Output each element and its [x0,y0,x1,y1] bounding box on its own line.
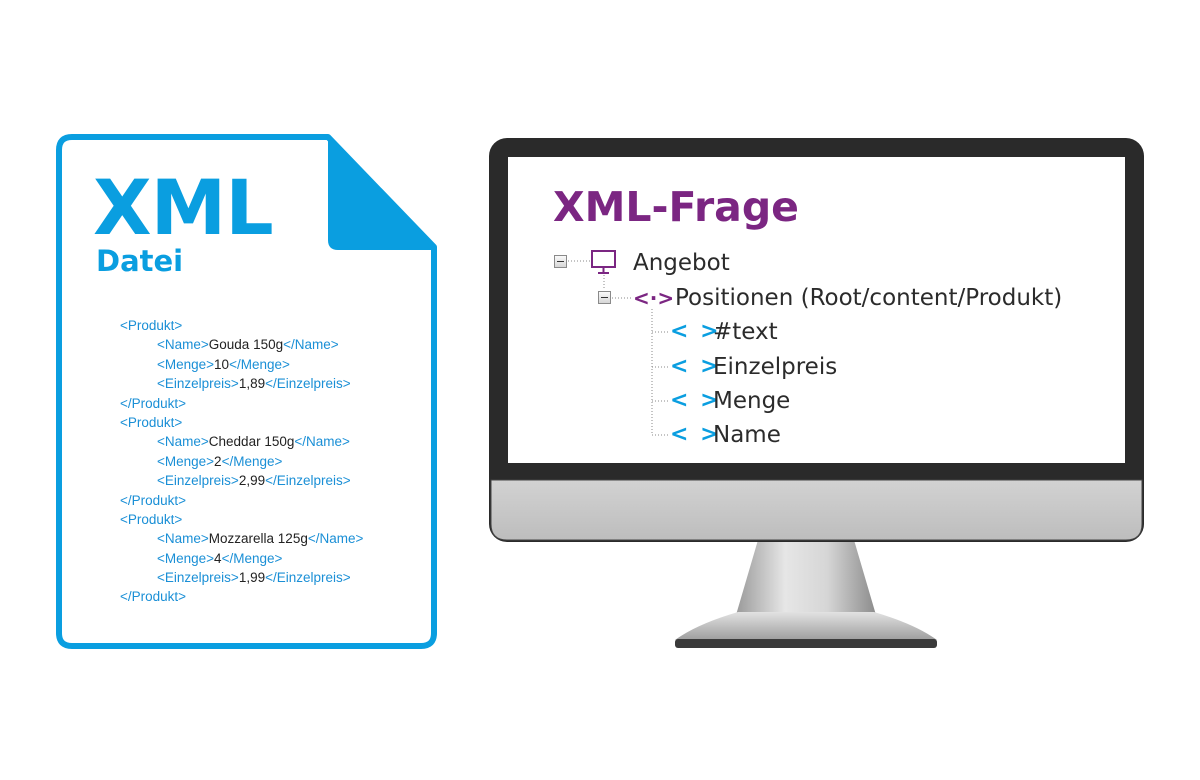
xml-value: 1,89 [238,376,266,392]
xml-code-line: <Produkt> [120,316,420,335]
xml-code-line: <Produkt> [120,413,420,432]
xml-code-block: <Produkt><Name>Gouda 150g</Name><Menge>1… [120,316,420,607]
xml-value: 2,99 [238,473,266,489]
xml-value: 2 [214,453,222,469]
xml-tag: </Einzelpreis> [265,376,351,392]
xml-value: Cheddar 150g [208,434,295,450]
folded-corner [328,137,434,250]
xml-code-line: <Einzelpreis>1,89</Einzelpreis> [120,374,420,393]
tree-leaf-label[interactable]: Einzelpreis [713,354,838,380]
xml-code-line: <Produkt> [120,510,420,529]
xml-tag: <Name> [157,434,209,450]
xml-tag: </Produkt> [120,492,187,508]
xml-value: Gouda 150g [208,337,284,353]
tree-node-label[interactable]: Positionen (Root/content/Produkt) [675,285,1063,311]
tree-leaf-label[interactable]: #text [713,319,778,345]
angle-dot-icon: <·> [633,286,675,310]
xml-tag: <Name> [157,531,209,547]
file-title: XML [93,163,274,252]
tree-connectors [568,260,670,436]
xml-tag: <Einzelpreis> [157,570,239,586]
collapse-root-icon[interactable] [554,255,567,268]
angle-brackets-icon: < > [670,422,721,447]
xml-code-line: </Produkt> [120,491,420,510]
xml-value: 10 [214,356,230,372]
xml-code-line: <Menge>2</Menge> [120,452,420,471]
xml-value: Mozzarella 125g [208,531,308,547]
xml-tag: <Einzelpreis> [157,473,239,489]
xml-code-line: <Menge>10</Menge> [120,355,420,374]
xml-tag: <Menge> [157,356,215,372]
angle-brackets-icon: < > [670,319,721,344]
monitor-screen: XML-Frage Angebot <·> Positionen (Root/c… [508,157,1125,463]
file-subtitle: Datei [96,244,184,278]
xml-tag: </Name> [283,337,339,353]
xml-tag: </Menge> [221,453,283,469]
xml-code-line: <Name>Cheddar 150g</Name> [120,432,420,451]
angle-brackets-icon: < > [670,354,721,379]
xml-tag: </Menge> [221,550,283,566]
xml-tag: <Einzelpreis> [157,376,239,392]
xml-tag: </Einzelpreis> [265,570,351,586]
xml-code-line: <Name>Gouda 150g</Name> [120,335,420,354]
xml-code-line: <Einzelpreis>2,99</Einzelpreis> [120,471,420,490]
xml-code-line: </Produkt> [120,587,420,606]
angle-brackets-icon: < > [670,388,721,413]
xml-tag: </Menge> [229,356,290,372]
xml-value: 4 [214,550,222,566]
xml-tag: <Name> [157,337,209,353]
screen-title: XML-Frage [553,183,799,231]
xml-tag: </Name> [307,531,364,547]
xml-code-line: </Produkt> [120,394,420,413]
tree-root-label[interactable]: Angebot [633,250,730,276]
xml-code-line: <Einzelpreis>1,99</Einzelpreis> [120,568,420,587]
xml-tag: <Menge> [157,550,215,566]
tree-leaf-label[interactable]: Menge [713,388,791,414]
xml-tag: <Menge> [157,453,215,469]
xml-tag: <Produkt> [120,414,183,430]
xml-tag: </Einzelpreis> [265,473,351,489]
xml-tag: <Produkt> [120,318,183,333]
xml-code-line: <Name>Mozzarella 125g</Name> [120,529,420,548]
xml-tag: </Name> [294,434,350,450]
xml-tag: </Produkt> [120,395,187,411]
collapse-node-icon[interactable] [598,291,611,304]
monitor-icon [591,250,616,274]
xml-value: 1,99 [238,570,266,586]
xml-tag: </Produkt> [120,589,187,605]
xml-code-line: <Menge>4</Menge> [120,549,420,568]
xml-tag: <Produkt> [120,511,183,527]
tree-leaf-label[interactable]: Name [713,422,781,448]
